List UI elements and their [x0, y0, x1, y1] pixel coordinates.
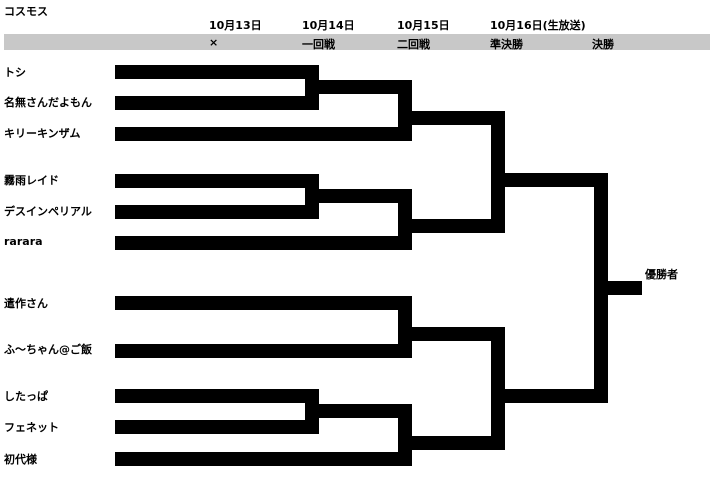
- bracket-line: [115, 205, 312, 219]
- player-name: したっぱ: [4, 390, 48, 403]
- player-name: 霧雨レイド: [4, 174, 59, 187]
- player-name: 遣作さん: [4, 297, 48, 310]
- bracket-line: [491, 173, 608, 187]
- bracket-line: [115, 452, 412, 466]
- bracket-line: [491, 389, 608, 403]
- round-label-second: 二回戦: [397, 38, 430, 51]
- bracket-line: [115, 65, 312, 79]
- bracket-line: [115, 236, 412, 250]
- bracket-line: [115, 296, 412, 310]
- bracket-line: [398, 111, 505, 125]
- winner-label: 優勝者: [645, 268, 678, 281]
- player-name: フェネット: [4, 421, 59, 434]
- player-name: キリーキンザム: [4, 127, 81, 140]
- date-2: 10月14日: [302, 19, 355, 32]
- bracket-line: [491, 111, 505, 233]
- round-header-band: [4, 34, 710, 50]
- bracket-line: [115, 389, 312, 403]
- bracket-line: [305, 189, 412, 203]
- bracket-line: [594, 281, 642, 295]
- player-name: 名無さんだよもん: [4, 96, 92, 109]
- bracket-line: [115, 420, 312, 434]
- bracket-line: [115, 96, 312, 110]
- bracket-line: [115, 344, 412, 358]
- round-label-final: 決勝: [592, 38, 614, 51]
- date-1: 10月13日: [209, 19, 262, 32]
- bracket-line: [398, 404, 412, 466]
- date-3: 10月15日: [397, 19, 450, 32]
- bracket-line: [305, 404, 412, 418]
- bracket-line: [398, 80, 412, 141]
- player-name: ふ～ちゃん@ご飯: [4, 343, 92, 356]
- page-title: コスモス: [4, 5, 48, 18]
- date-4: 10月16日(生放送): [490, 19, 586, 32]
- player-name: デスインペリアル: [4, 205, 92, 218]
- round-label-first: 一回戦: [302, 38, 335, 51]
- round-label-x: ×: [209, 36, 219, 49]
- bracket-line: [398, 327, 505, 341]
- round-label-semifinal: 準決勝: [490, 38, 523, 51]
- bracket-line: [305, 80, 412, 94]
- player-name: rarara: [4, 235, 43, 248]
- bracket-line: [115, 174, 312, 188]
- player-name: 初代様: [4, 453, 37, 466]
- bracket-line: [398, 436, 505, 450]
- bracket-line: [115, 127, 412, 141]
- bracket-line: [491, 327, 505, 450]
- bracket-line: [398, 219, 505, 233]
- player-name: トシ: [4, 66, 26, 79]
